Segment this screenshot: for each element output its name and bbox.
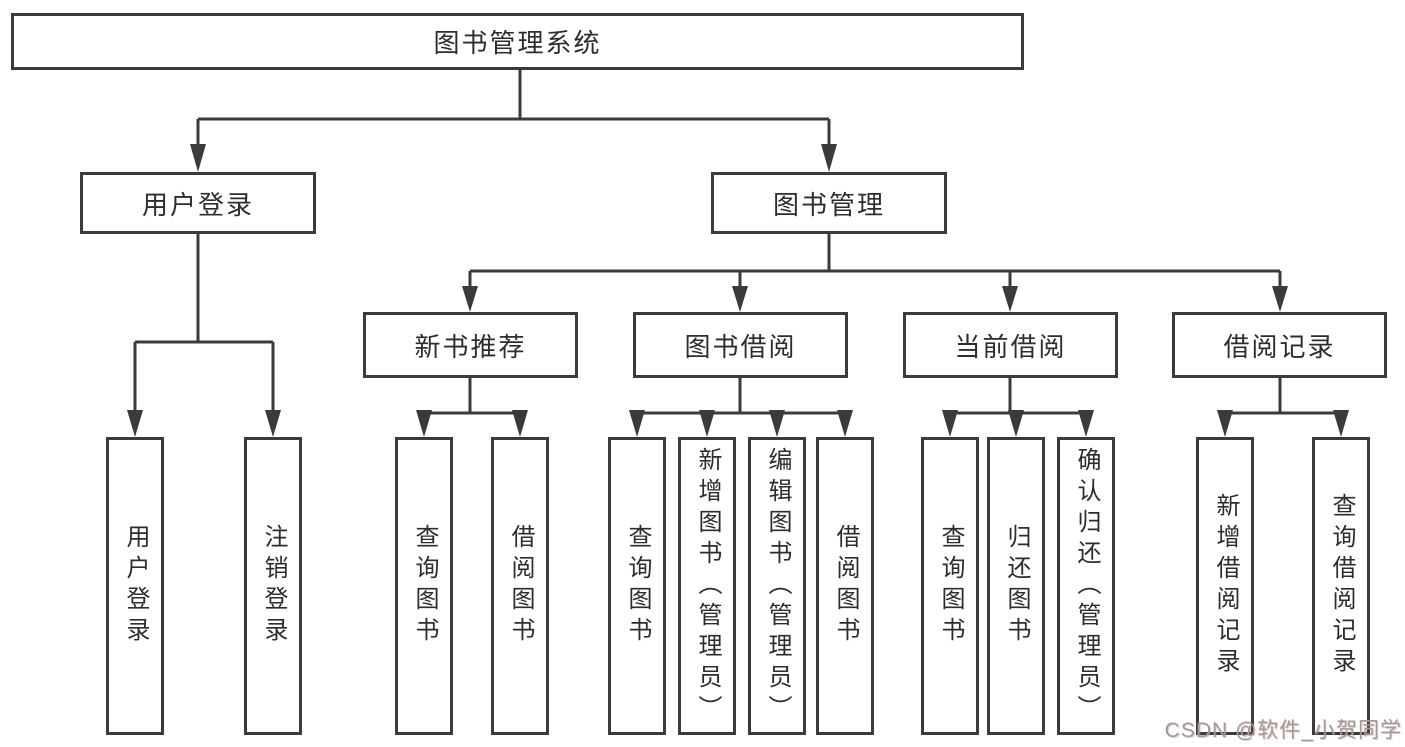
leaf-label: 注销登录 xyxy=(260,524,287,648)
arrow-down-icon xyxy=(127,410,143,437)
arrow-down-icon xyxy=(190,144,206,172)
leaf-label: 借阅图书 xyxy=(507,524,534,648)
leaf-label: 借阅图书 xyxy=(832,524,859,648)
arrow-down-icon xyxy=(821,144,837,172)
arrow-down-icon xyxy=(699,410,715,437)
leaf-query-borrow-record: 查询借阅记录 xyxy=(1312,437,1370,735)
node-label: 当前借阅 xyxy=(954,331,1067,362)
leaf-query-books-recommend: 查询图书 xyxy=(395,437,453,735)
node-label: 图书借阅 xyxy=(684,331,797,362)
arrow-down-icon xyxy=(837,410,853,437)
leaf-label: 查询图书 xyxy=(937,524,964,648)
node-root-label: 图书管理系统 xyxy=(433,28,602,58)
node-borrowing-records: 借阅记录 xyxy=(1172,312,1387,378)
leaf-label: 新增借阅记录 xyxy=(1212,493,1239,679)
arrow-down-icon xyxy=(1333,410,1349,437)
leaf-query-books-borrowing: 查询图书 xyxy=(608,437,666,735)
csdn-watermark: CSDN @软件_小贺同学 xyxy=(1164,719,1402,742)
arrow-down-icon xyxy=(512,410,528,437)
arrow-down-icon xyxy=(1078,410,1094,437)
arrow-down-icon xyxy=(1008,410,1024,437)
node-user-login: 用户登录 xyxy=(80,172,316,234)
leaf-borrow-books-borrowing: 借阅图书 xyxy=(816,437,874,735)
node-book-management: 图书管理 xyxy=(711,172,947,234)
leaf-add-borrow-record: 新增借阅记录 xyxy=(1196,437,1254,735)
arrow-down-icon xyxy=(265,410,281,437)
node-root-system: 图书管理系统 xyxy=(11,13,1024,70)
arrow-down-icon xyxy=(732,286,748,312)
arrow-down-icon xyxy=(1217,410,1233,437)
leaf-logout: 注销登录 xyxy=(244,437,302,735)
leaf-label: 查询图书 xyxy=(411,524,438,648)
leaf-label: 查询借阅记录 xyxy=(1328,493,1355,679)
arrowheads xyxy=(127,144,1349,437)
node-label: 用户登录 xyxy=(141,189,254,220)
arrow-down-icon xyxy=(462,286,478,312)
arrow-down-icon xyxy=(1272,286,1288,312)
leaf-return-books: 归还图书 xyxy=(987,437,1045,735)
leaf-label: 用户登录 xyxy=(122,524,149,648)
node-label: 图书管理 xyxy=(772,189,885,220)
leaf-label: 归还图书 xyxy=(1003,524,1030,648)
leaf-query-books-current: 查询图书 xyxy=(921,437,979,735)
leaf-borrow-books-recommend: 借阅图书 xyxy=(491,437,549,735)
node-current-borrowing: 当前借阅 xyxy=(903,312,1118,378)
leaf-user-login: 用户登录 xyxy=(106,437,164,735)
arrow-down-icon xyxy=(769,410,785,437)
leaf-label: 查询图书 xyxy=(624,524,651,648)
leaf-label: 确认归还（管理员） xyxy=(1073,446,1100,726)
node-book-borrowing: 图书借阅 xyxy=(633,312,848,378)
node-label: 借阅记录 xyxy=(1223,331,1336,362)
arrow-down-icon xyxy=(416,410,432,437)
leaf-label: 编辑图书（管理员） xyxy=(764,446,791,726)
node-label: 新书推荐 xyxy=(414,331,527,362)
leaf-confirm-return-admin: 确认归还（管理员） xyxy=(1057,437,1115,735)
leaf-add-book-admin: 新增图书（管理员） xyxy=(678,437,736,735)
arrow-down-icon xyxy=(629,410,645,437)
arrow-down-icon xyxy=(942,410,958,437)
node-new-book-recommend: 新书推荐 xyxy=(363,312,578,378)
arrow-down-icon xyxy=(1002,286,1018,312)
leaf-edit-book-admin: 编辑图书（管理员） xyxy=(748,437,806,735)
leaf-label: 新增图书（管理员） xyxy=(694,446,721,726)
